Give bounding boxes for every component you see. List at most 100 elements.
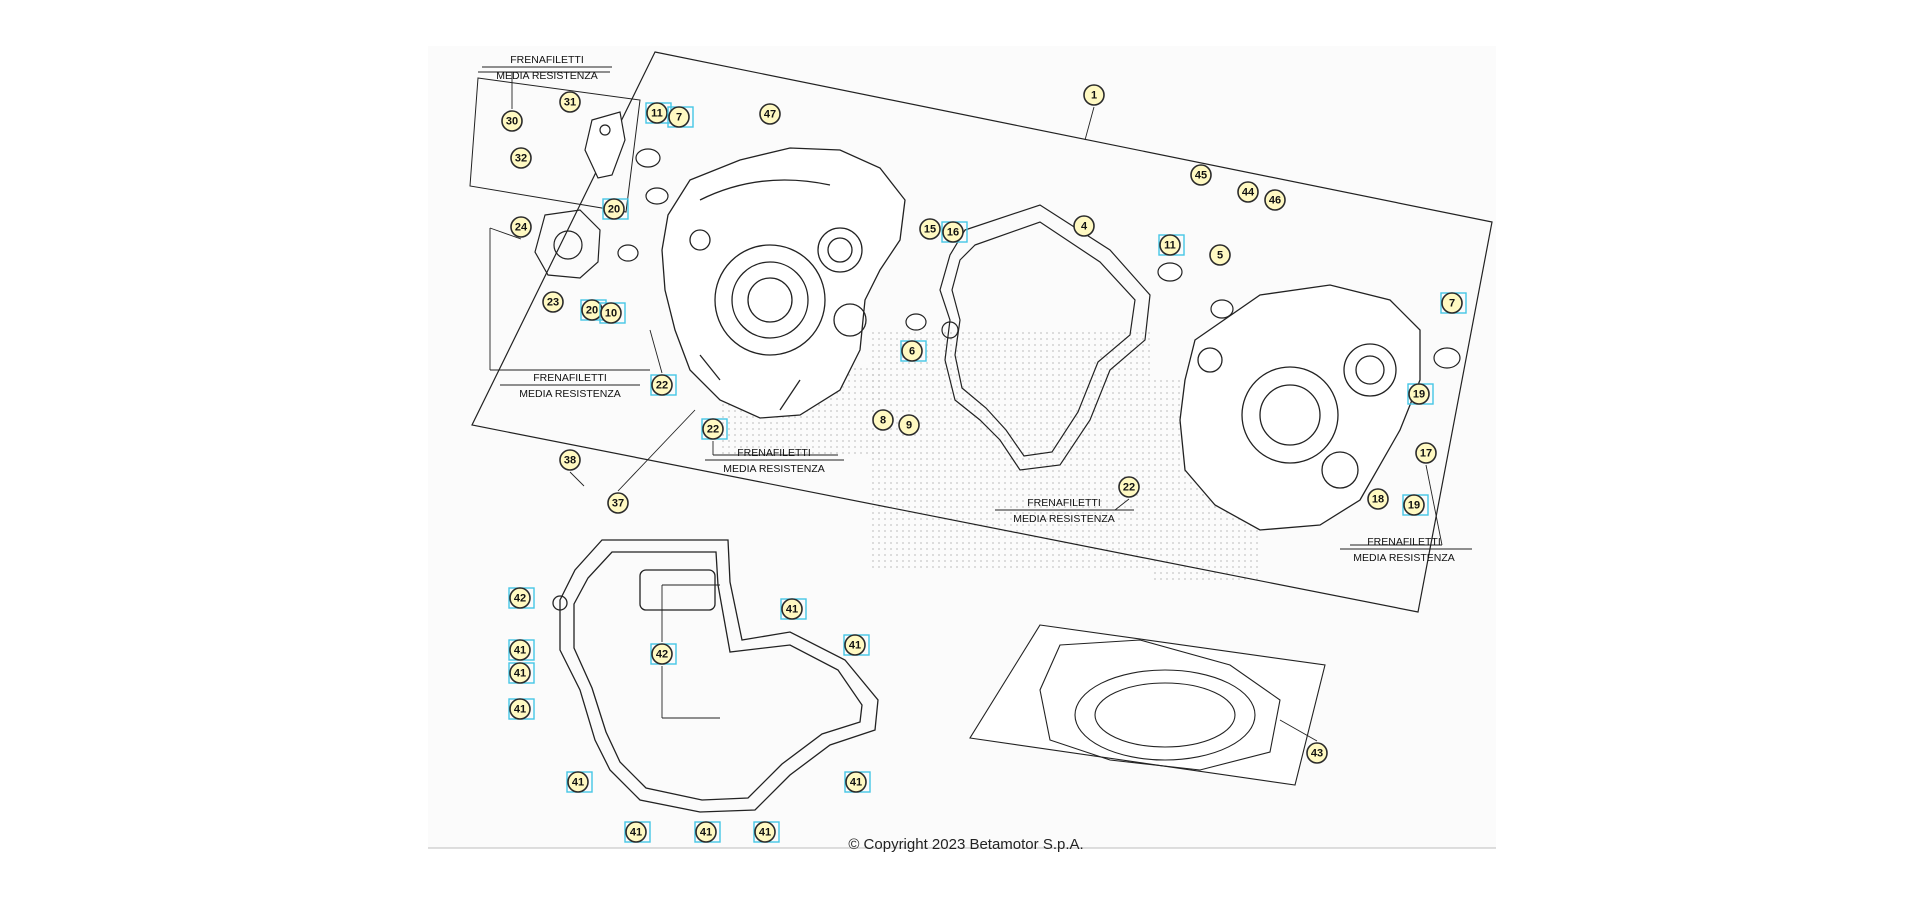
- callout-label: 22: [656, 380, 668, 392]
- callout-label: 30: [506, 116, 518, 128]
- callout-20: 20: [602, 198, 629, 220]
- callout-label: 42: [514, 593, 526, 605]
- callout-label: 17: [1420, 448, 1432, 460]
- callout-circle: [501, 110, 523, 132]
- callout-circle: [509, 698, 531, 720]
- callout-9: 9: [898, 414, 920, 436]
- threadlock-note-5: FRENAFILETTI MEDIA RESISTENZA: [1340, 536, 1472, 564]
- callout-circle: [509, 587, 531, 609]
- callout-label: 6: [909, 346, 915, 358]
- note-line2: MEDIA RESISTENZA: [519, 388, 621, 400]
- callout-label: 43: [1311, 748, 1323, 760]
- callout-label: 41: [849, 640, 861, 652]
- callout-label: 42: [656, 649, 668, 661]
- gasket-kit-43: [969, 624, 1326, 786]
- callout-label: 22: [707, 424, 719, 436]
- callout-circle: [651, 374, 673, 396]
- callout-circle: [1306, 742, 1328, 764]
- callout-4: 4: [1073, 215, 1095, 237]
- callout-23: 23: [542, 291, 564, 313]
- callout-circle: [872, 409, 894, 431]
- callout-label: 10: [605, 308, 617, 320]
- callout-45: 45: [1190, 164, 1212, 186]
- note-line1: FRENAFILETTI: [533, 372, 607, 384]
- callout-label: 46: [1269, 195, 1281, 207]
- callout-label: 20: [586, 305, 598, 317]
- callout-label: 41: [786, 604, 798, 616]
- callout-label: 41: [514, 645, 526, 657]
- callout-19: 19: [1407, 383, 1434, 405]
- callout-label: 8: [880, 415, 886, 427]
- callout-circle: [1073, 215, 1095, 237]
- callout-label: 16: [947, 227, 959, 239]
- callout-circle: [509, 639, 531, 661]
- callout-15: 15: [919, 218, 941, 240]
- callout-circle: [695, 821, 717, 843]
- callout-circle: [1415, 442, 1437, 464]
- callout-circle: [559, 449, 581, 471]
- callout-circle: [1118, 476, 1140, 498]
- right-crankcase-half: [1179, 284, 1421, 531]
- callout-circle: [1209, 244, 1231, 266]
- callout-6: 6: [900, 340, 927, 362]
- callout-8: 8: [872, 409, 894, 431]
- callout-42: 42: [650, 643, 677, 665]
- callout-label: 20: [608, 204, 620, 216]
- callout-label: 15: [924, 224, 936, 236]
- callout-41: 41: [624, 821, 651, 843]
- callout-circle: [702, 418, 724, 440]
- callout-label: 5: [1217, 250, 1223, 262]
- callout-17: 17: [1415, 442, 1437, 464]
- callout-31: 31: [559, 91, 581, 113]
- callout-5: 5: [1209, 244, 1231, 266]
- callout-24: 24: [510, 216, 532, 238]
- callout-32: 32: [510, 147, 532, 169]
- callout-circle: [1264, 189, 1286, 211]
- callout-41: 41: [694, 821, 721, 843]
- callout-10: 10: [599, 302, 626, 324]
- callout-46: 46: [1264, 189, 1286, 211]
- callout-22: 22: [1118, 476, 1140, 498]
- callout-label: 47: [764, 109, 776, 121]
- callout-circle: [603, 198, 625, 220]
- callout-30: 30: [501, 110, 523, 132]
- callout-22: 22: [650, 374, 677, 396]
- callout-11: 11: [1158, 234, 1185, 256]
- callout-label: 9: [906, 420, 912, 432]
- callout-16: 16: [941, 221, 968, 243]
- callout-label: 7: [1449, 298, 1455, 310]
- callout-circle: [510, 147, 532, 169]
- left-crankcase-half: [661, 147, 906, 419]
- callout-label: 32: [515, 153, 527, 165]
- callout-label: 31: [564, 97, 576, 109]
- callout-label: 11: [651, 108, 663, 120]
- bushings: [617, 148, 1461, 369]
- callout-label: 7: [676, 112, 682, 124]
- callout-circle: [1237, 181, 1259, 203]
- note-line2: MEDIA RESISTENZA: [1013, 513, 1115, 525]
- callout-circle: [781, 598, 803, 620]
- copyright-text: © Copyright 2023 Betamotor S.p.A.: [848, 836, 1083, 853]
- callout-circle: [919, 218, 941, 240]
- callout-circle: [510, 216, 532, 238]
- note-line1: FRENAFILETTI: [510, 54, 584, 66]
- note-line2: MEDIA RESISTENZA: [723, 463, 825, 475]
- callout-circle: [646, 102, 668, 124]
- callout-41: 41: [780, 598, 807, 620]
- sensor-part: [584, 111, 626, 179]
- callout-circle: [898, 414, 920, 436]
- callout-43: 43: [1306, 742, 1328, 764]
- callout-circle: [754, 821, 776, 843]
- callout-circle: [845, 771, 867, 793]
- threadlock-note-2: FRENAFILETTI MEDIA RESISTENZA: [500, 372, 640, 400]
- callout-label: 41: [514, 668, 526, 680]
- callout-label: 19: [1408, 500, 1420, 512]
- callout-circle: [668, 106, 690, 128]
- callout-label: 41: [630, 827, 642, 839]
- callout-41: 41: [843, 634, 870, 656]
- callout-circle: [542, 291, 564, 313]
- callout-38: 38: [559, 449, 581, 471]
- callout-circle: [600, 302, 622, 324]
- callout-label: 41: [850, 777, 862, 789]
